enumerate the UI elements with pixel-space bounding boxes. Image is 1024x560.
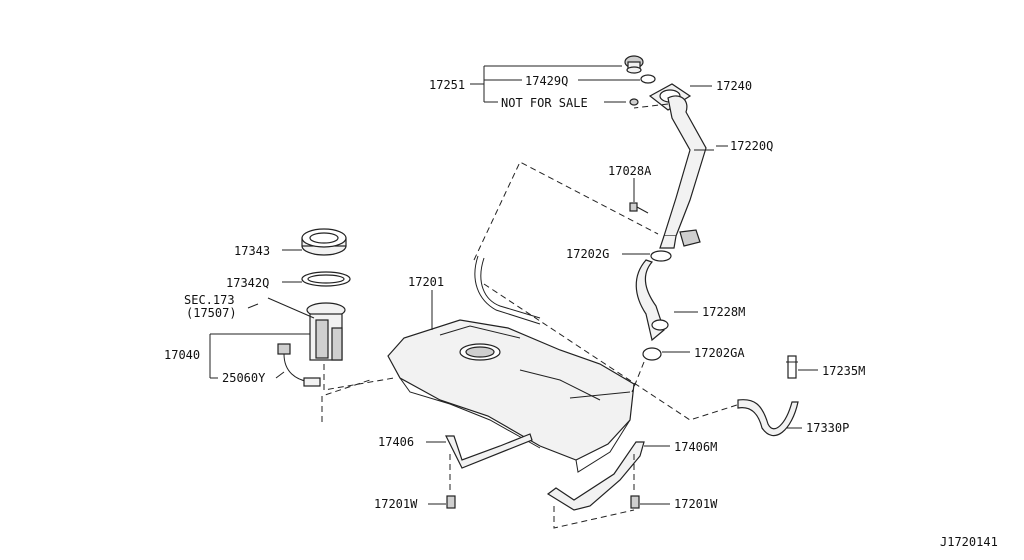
label-17406: 17406	[378, 435, 414, 449]
breather-hose	[737, 399, 799, 437]
label-17251: 17251	[429, 78, 465, 92]
bolt-left	[446, 495, 456, 509]
fuel-level-sensor	[277, 343, 321, 387]
label-17028a: 17028A	[608, 164, 652, 178]
fuel-cap	[624, 55, 644, 74]
hose-clamp-lower	[642, 347, 662, 361]
label-17343: 17343	[234, 244, 270, 258]
cap-gasket	[640, 74, 656, 84]
tank-strap-right	[546, 441, 645, 511]
label-17406m: 17406M	[674, 440, 717, 454]
pump-seal-ring	[301, 271, 351, 287]
label-25060y: 25060Y	[222, 371, 266, 385]
small-washer	[629, 98, 639, 106]
label-17040: 17040	[164, 348, 200, 362]
fuel-tank	[387, 319, 635, 473]
lock-ring	[301, 228, 347, 256]
tank-strap-left	[445, 433, 533, 469]
label-17235m: 17235M	[822, 364, 865, 378]
fuel-pump-module	[306, 302, 346, 361]
vent-tube	[474, 255, 541, 325]
label-17202ga: 17202GA	[694, 346, 745, 360]
label-17330p: 17330P	[806, 421, 849, 435]
label-17220q: 17220Q	[730, 139, 773, 153]
label-sec-173-sub: (17507)	[186, 306, 237, 320]
label-17429q: 17429Q	[525, 74, 568, 88]
label-17240: 17240	[716, 79, 752, 93]
diagram-id-code: J1720141	[940, 535, 998, 549]
hose-clamp-upper	[650, 250, 672, 262]
label-17201: 17201	[408, 275, 444, 289]
leader-lines	[209, 65, 818, 505]
filler-hose	[635, 259, 669, 342]
label-sec-173: SEC.173	[184, 293, 235, 307]
clip-17235m	[786, 355, 798, 379]
bolt-17028a	[629, 202, 649, 214]
label-17228m: 17228M	[702, 305, 745, 319]
label-17202g: 17202G	[566, 247, 609, 261]
filler-tube	[659, 95, 714, 249]
label-17201w-left: 17201W	[374, 497, 418, 511]
assembly-dashes	[321, 103, 741, 529]
label-17342q: 17342Q	[226, 276, 269, 290]
bolt-right	[630, 495, 640, 509]
label-17201w-right: 17201W	[674, 497, 718, 511]
label-not-for-sale: NOT FOR SALE	[501, 96, 588, 110]
